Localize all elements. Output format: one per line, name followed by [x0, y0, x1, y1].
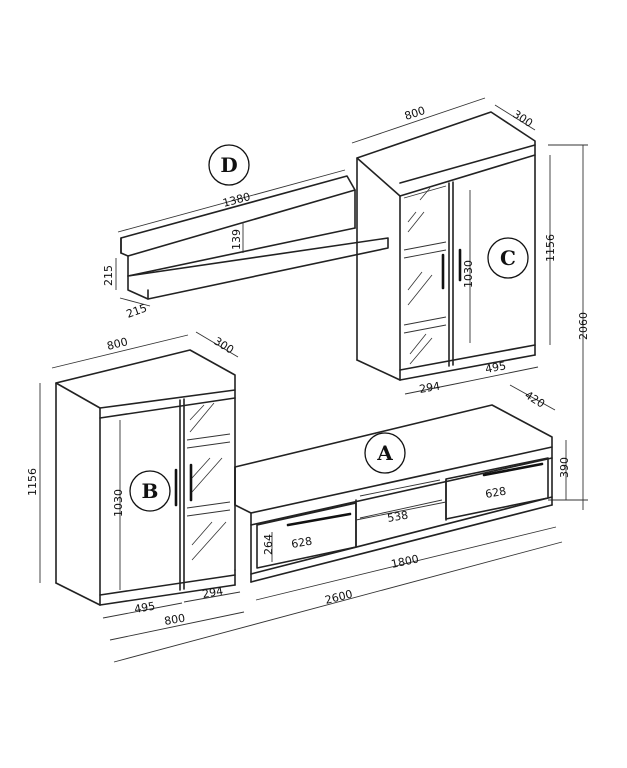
label-c: C [500, 246, 516, 270]
dim-d-inner-height: 139 [230, 229, 243, 250]
dim-b-base-width: 800 [163, 612, 186, 628]
module-a-tv-stand [234, 404, 553, 583]
label-a: A [376, 441, 393, 465]
module-c-cabinet [356, 111, 536, 381]
module-d-shelf [120, 175, 389, 300]
dim-total-width: 2600 [324, 588, 354, 607]
dim-b-door-width: 495 [133, 600, 156, 616]
label-b: B [142, 479, 159, 503]
module-b-label: B [129, 470, 171, 512]
dim-c-door-height: 1030 [462, 260, 475, 288]
dim-c-door-width: 495 [484, 359, 507, 376]
module-c-dimensions: 800 300 1156 1030 2060 294 495 [351, 97, 590, 510]
label-d: D [220, 153, 237, 177]
dim-a-height: 390 [558, 457, 571, 478]
dim-b-door-height: 1030 [112, 489, 125, 517]
dim-a-drawer-left-width: 628 [290, 535, 313, 551]
module-d-label: D [208, 144, 250, 186]
dim-a-depth: 420 [522, 389, 547, 411]
module-b-dimensions: 800 300 1156 1030 495 294 800 [26, 331, 245, 641]
dim-a-drawer-height: 264 [262, 534, 275, 555]
module-c-label: C [487, 237, 529, 279]
dim-d-height: 215 [102, 265, 115, 286]
dim-c-glass-width: 294 [418, 380, 441, 396]
module-b-cabinet [55, 349, 236, 606]
dim-c-height: 1156 [544, 234, 557, 262]
dim-a-width: 1800 [390, 552, 420, 571]
dim-d-depth: 215 [125, 301, 149, 320]
dim-b-width: 800 [106, 335, 130, 353]
dim-b-glass-width: 294 [201, 585, 224, 601]
dim-a-niche-width: 538 [386, 509, 409, 525]
dim-total-height: 2060 [577, 312, 590, 340]
dim-a-drawer-right-width: 628 [484, 485, 507, 501]
dim-b-height: 1156 [26, 468, 39, 496]
dim-c-width: 800 [403, 104, 427, 123]
module-d-dimensions: 1380 139 215 215 [102, 169, 346, 321]
module-a-label: A [364, 432, 406, 474]
